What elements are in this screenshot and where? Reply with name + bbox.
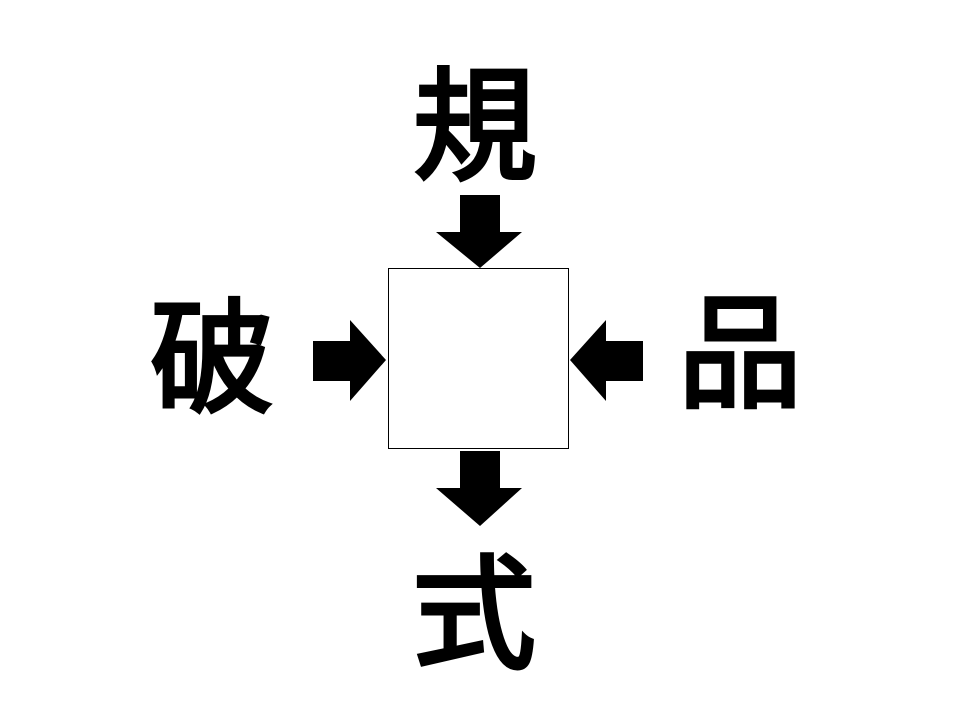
- clue-kanji-left: 破: [149, 288, 274, 432]
- clue-kanji-bottom: 式: [411, 544, 536, 688]
- clue-kanji-top: 規: [412, 56, 537, 200]
- arrow-right-into-box: [313, 320, 386, 401]
- arrow-down-out-of-box: [436, 451, 522, 526]
- answer-box[interactable]: [388, 268, 569, 449]
- arrow-left-into-box: [570, 320, 643, 401]
- clue-kanji-right: 品: [677, 283, 802, 427]
- arrow-down-into-box: [436, 195, 522, 268]
